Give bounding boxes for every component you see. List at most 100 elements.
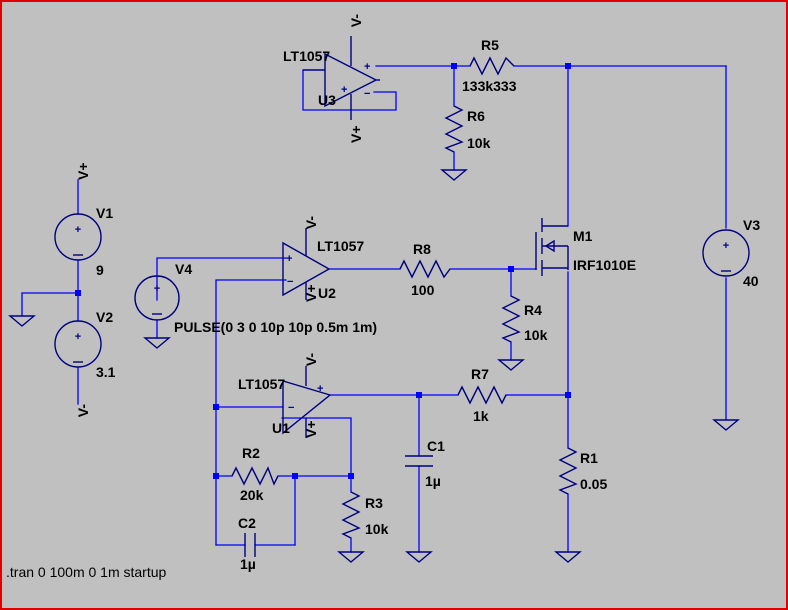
vsource-ref-label: V4 [175,261,192,277]
mosfet-model-label: IRF1010E [573,257,636,273]
vsource-value-label: PULSE(0 3 0 10p 10p 0.5m 1m) [174,319,377,335]
junction [565,392,571,398]
opamp-vneg-label: V- [348,14,364,28]
resistor-r5[interactable]: R5 133k333 [462,37,517,94]
resistor-value-label: 10k [365,521,389,537]
resistor-zigzag-icon [558,447,578,495]
vsource-ref-label: V3 [743,217,760,233]
wires [21,63,727,553]
capacitor-c1[interactable]: C1 1µ [405,438,445,489]
voltage-source-v2[interactable]: + V- V2 3.1 [54,309,116,418]
mosfet-m1[interactable]: M1 IRF1010E [535,218,636,276]
resistor-zigzag-icon [457,385,507,405]
capacitor-value-label: 1µ [240,556,256,572]
vsource-value-label: 3.1 [96,364,116,380]
wire-u2-minus[interactable] [215,279,287,546]
ground-icon [497,359,525,371]
svg-text:+: + [154,283,160,295]
voltage-source-icon [54,320,102,368]
ground-icon [337,551,365,563]
resistor-ref-label: R5 [481,37,499,53]
resistor-r3[interactable]: R3 10k [341,491,389,539]
vsource-value-label: 40 [743,273,759,289]
resistor-ref-label: R7 [471,366,489,382]
junction [213,404,219,410]
resistor-ref-label: R4 [524,302,542,318]
resistor-value-label: 10k [524,327,548,343]
resistor-ref-label: R3 [365,495,383,511]
opamp-ref-label: U3 [318,92,336,108]
resistor-r8[interactable]: R8 100 [399,241,451,298]
voltage-source-v3[interactable]: + V3 40 [702,217,760,289]
resistor-r1[interactable]: R1 0.05 [558,447,607,495]
opamp-triangle-icon [282,380,332,435]
ground-icon [405,551,433,563]
ground-icon [8,315,36,327]
resistor-zigzag-icon [341,491,361,539]
resistor-value-label: 0.05 [580,476,607,492]
resistor-zigzag-icon [399,259,451,279]
svg-text:−: − [364,88,370,100]
opamp-vpos-label: V+ [303,420,319,438]
spice-directive[interactable]: .tran 0 100m 0 1m startup [6,564,167,580]
opamp-triangle-icon [324,52,378,108]
junction [348,473,354,479]
resistor-ref-label: R8 [413,241,431,257]
wire-v-mid-gnd[interactable] [21,292,79,317]
vsource-value-label: 9 [96,262,104,278]
vsource-ref-label: V1 [96,205,113,221]
wire-u3-feedback[interactable] [302,69,397,111]
vsource-ref-label: V2 [96,309,113,325]
voltage-source-v1[interactable]: + V+ V1 9 [54,162,113,278]
junction [213,473,219,479]
resistor-value-label: 100 [411,282,435,298]
voltage-source-icon [134,275,180,321]
opamp-u1[interactable]: + − V- V+ LT1057 U1 [238,353,332,438]
resistor-r4[interactable]: R4 10k [501,295,548,343]
opamp-vpos-label: V+ [303,284,319,302]
ground-icon [554,551,582,563]
capacitor-c2[interactable]: C2 1µ [238,515,256,572]
svg-text:+: + [75,331,81,343]
resistor-value-label: 20k [240,487,264,503]
svg-text:+: + [341,84,347,96]
svg-text:+: + [317,383,323,395]
resistor-r7[interactable]: R7 1k [457,366,507,424]
resistor-value-label: 10k [467,135,491,151]
voltage-source-v4[interactable]: + V4 PULSE(0 3 0 10p 10p 0.5m 1m) [134,261,377,335]
wire-v4-plus[interactable] [156,257,287,301]
wire-u1-plus[interactable] [281,417,352,477]
resistor-value-label: 133k333 [462,78,517,94]
voltage-source-icon [702,229,750,277]
junction [75,290,81,296]
vsource-node-label: V- [75,404,91,418]
resistor-value-label: 1k [473,408,489,424]
ground-icon [712,419,740,431]
vsource-node-label: V+ [75,162,91,180]
resistor-ref-label: R2 [242,445,260,461]
svg-text:−: − [287,276,293,288]
svg-text:−: − [288,402,294,414]
resistor-r6[interactable]: R6 10k [444,105,491,153]
mosfet-ref-label: M1 [573,228,593,244]
opamp-u3[interactable]: + − + V- V+ LT1057 U3 [283,14,380,143]
opamp-vpos-label: V+ [348,125,364,143]
opamp-u2[interactable]: + − V- V+ LT1057 U2 [282,216,364,302]
resistor-zigzag-icon [501,295,521,343]
svg-text:+: + [286,253,292,265]
ground-icon [143,337,171,349]
resistor-r2[interactable]: R2 20k [231,445,279,503]
resistor-zigzag-icon [444,105,464,153]
ground-icon [440,169,468,181]
svg-text:+: + [364,61,370,73]
opamp-vneg-label: V- [303,353,319,367]
svg-text:+: + [723,240,729,252]
opamp-vneg-label: V- [303,216,319,230]
grounds [8,169,740,563]
junction [292,473,298,479]
junction [508,266,514,272]
opamp-model-label: LT1057 [283,48,330,64]
opamp-model-label: LT1057 [238,376,285,392]
